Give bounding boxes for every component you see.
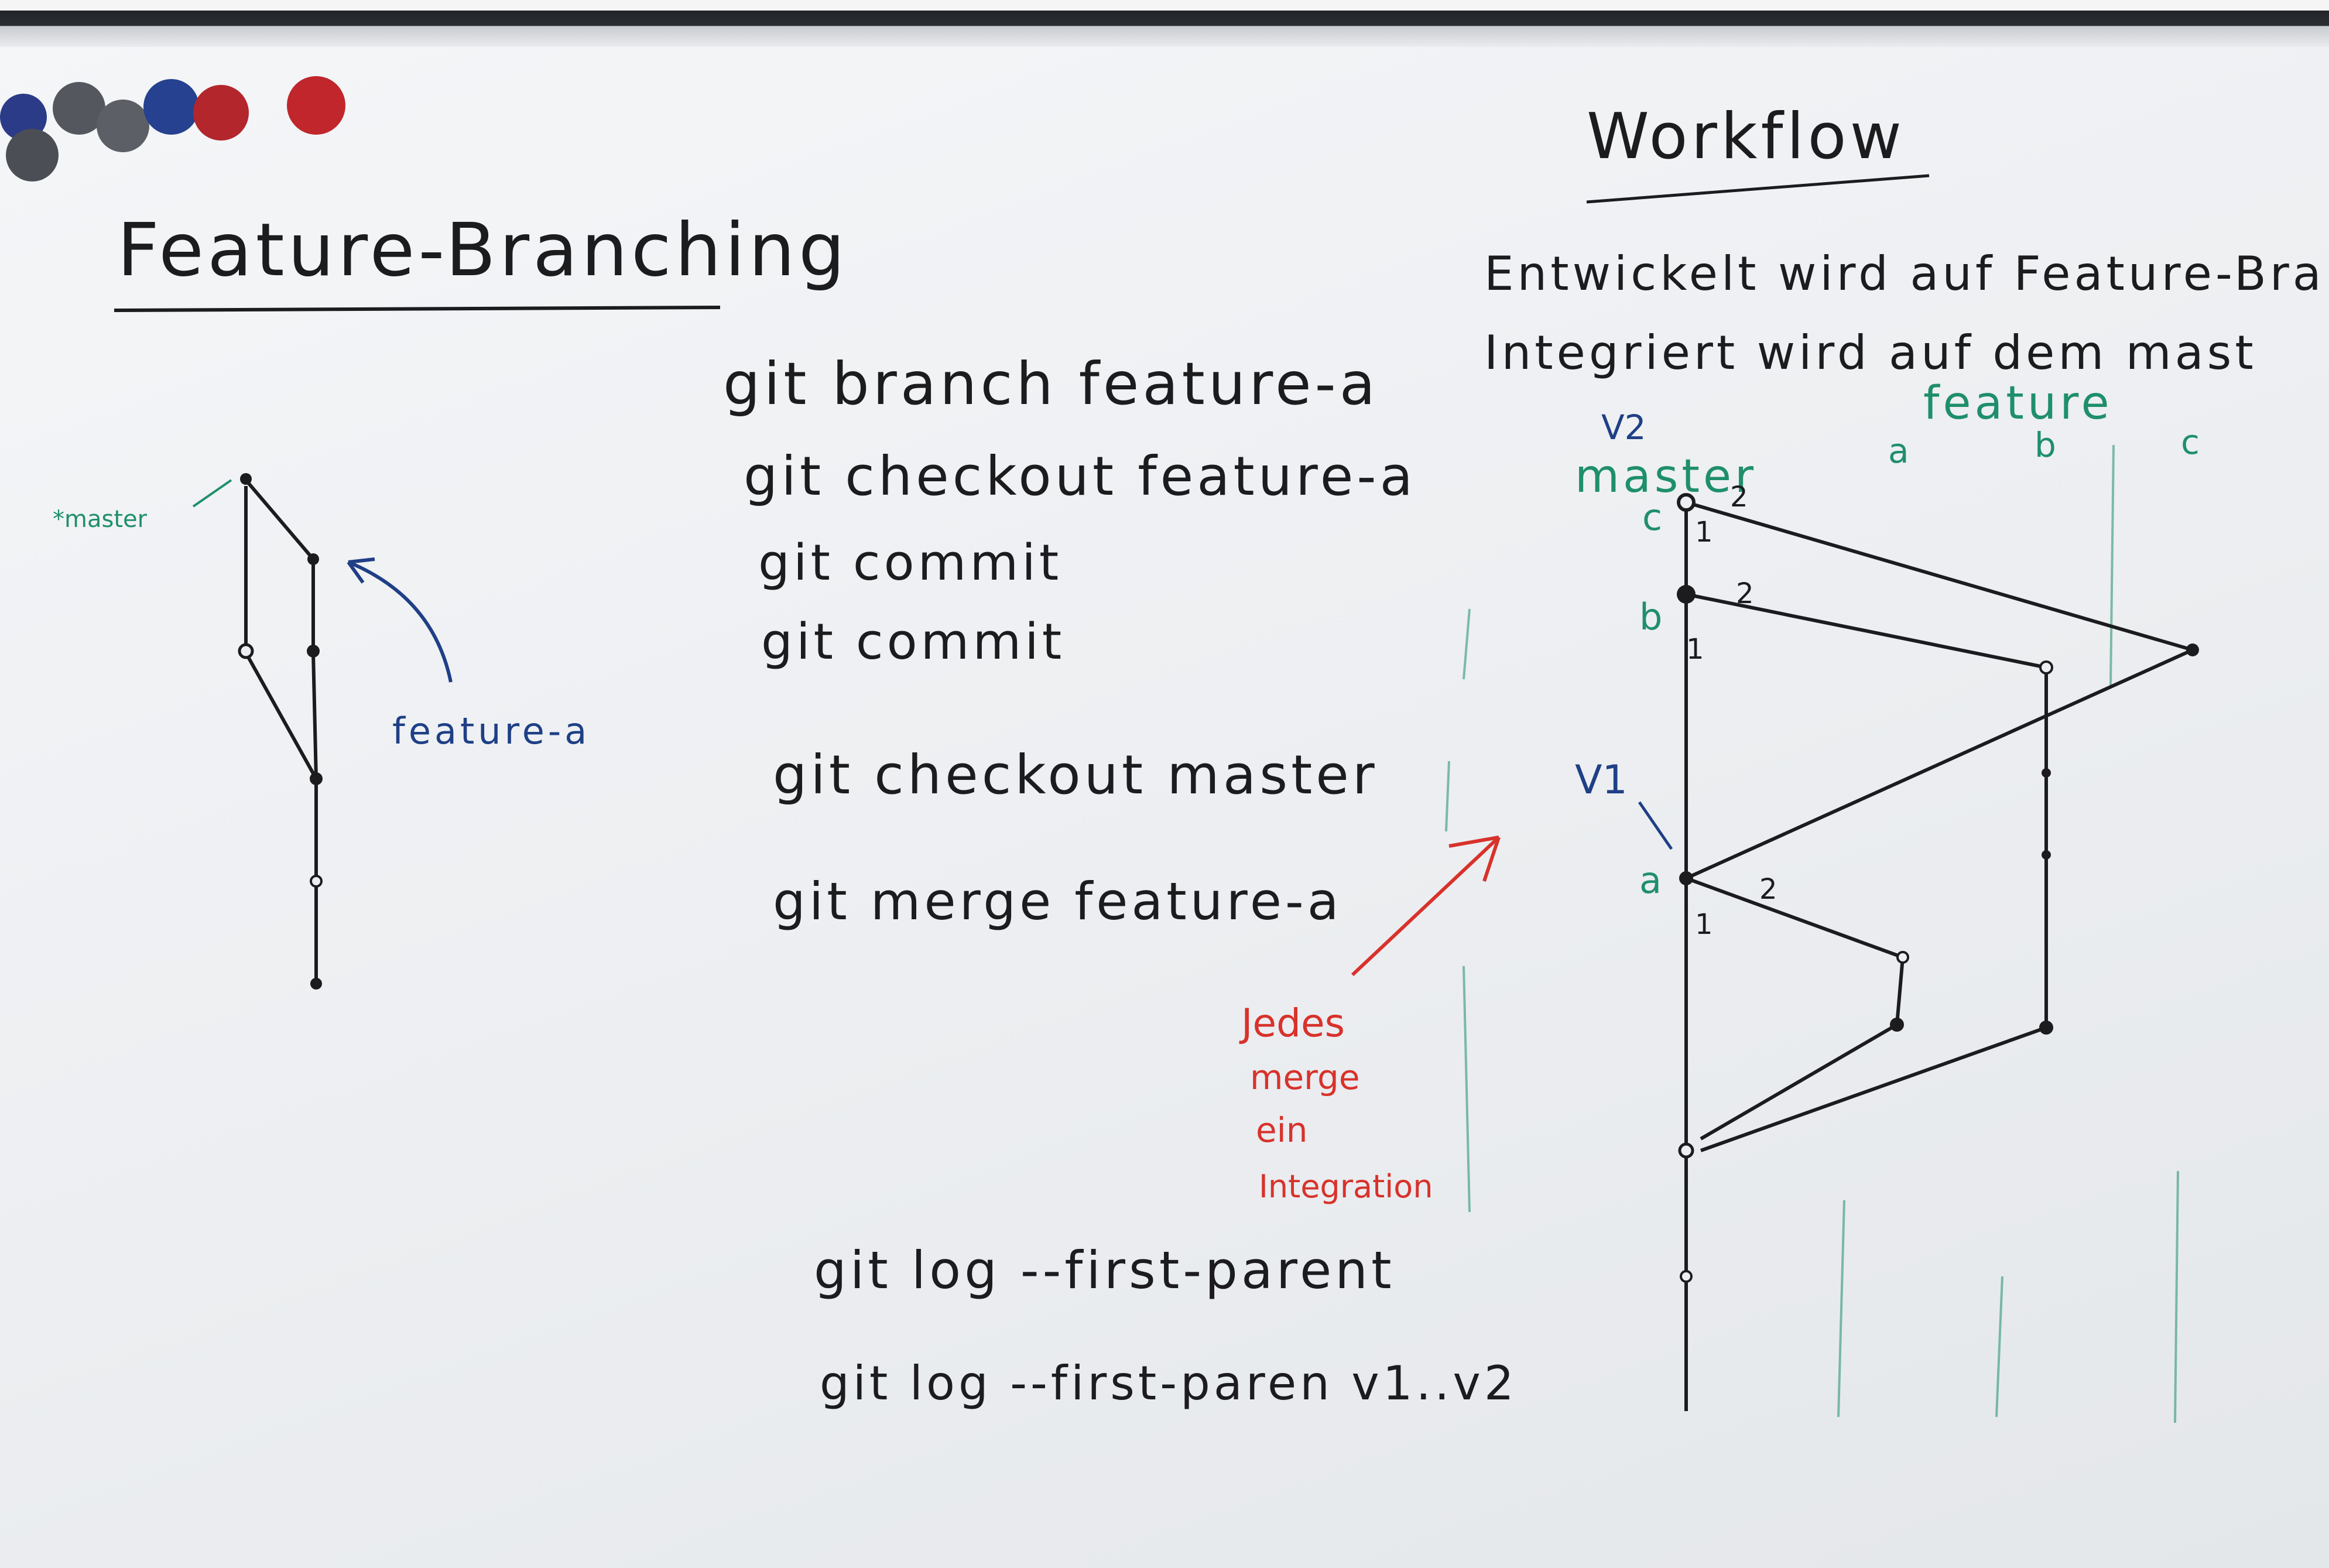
svg-text:1: 1 bbox=[1695, 908, 1713, 941]
magnet-red-icon bbox=[193, 85, 249, 141]
note-line: merge bbox=[1250, 1057, 1360, 1097]
v2-tag: V2 bbox=[1601, 408, 1646, 447]
log-command-list: git log --first-parent git log --first-p… bbox=[814, 1240, 1518, 1410]
workflow-line-2: Integriert wird auf dem mast bbox=[1484, 326, 2257, 380]
feature-b-column-label: b bbox=[2035, 425, 2056, 465]
v1-tag: V1 bbox=[1575, 757, 1628, 803]
master-pointer bbox=[192, 479, 232, 508]
workflow-underline bbox=[1586, 174, 1930, 204]
feature-a-arrow bbox=[347, 560, 453, 683]
workflow-commit-graph bbox=[1684, 501, 2194, 1411]
teal-margin-lines bbox=[1445, 444, 2179, 1423]
title-underline bbox=[114, 306, 721, 312]
note-line: Jedes bbox=[1239, 1001, 1345, 1046]
workflow-title: Workflow bbox=[1587, 100, 1905, 173]
svg-text:1: 1 bbox=[1695, 516, 1713, 549]
magnet-grey-icon bbox=[97, 100, 149, 152]
command-line: git commit bbox=[761, 613, 1065, 671]
svg-text:2: 2 bbox=[1759, 873, 1777, 906]
commit-c-label: c bbox=[1642, 496, 1662, 539]
log-command-line: git log --first-paren v1..v2 bbox=[820, 1356, 1518, 1410]
red-note: Jedes merge ein Integration bbox=[1239, 1001, 1433, 1205]
command-list: git branch feature-a git checkout featur… bbox=[723, 350, 1416, 932]
magnet-blue-icon bbox=[143, 79, 199, 135]
magnet-grey-icon bbox=[6, 129, 59, 182]
left-commit-graph bbox=[244, 479, 318, 984]
whiteboard-top-frame bbox=[0, 0, 2329, 47]
command-line: git checkout feature-a bbox=[744, 445, 1416, 508]
feature-c-column-label: c bbox=[2181, 422, 2200, 462]
note-line: Integration bbox=[1259, 1168, 1433, 1205]
feature-a-column-label: a bbox=[1888, 431, 1909, 471]
svg-text:1: 1 bbox=[1686, 633, 1704, 666]
master-label: *master bbox=[53, 506, 148, 533]
workflow-line-1: Entwickelt wird auf Feature-Bran bbox=[1484, 247, 2329, 301]
red-arrow bbox=[1351, 836, 1501, 977]
command-line: git checkout master bbox=[773, 744, 1378, 806]
magnet-red-icon bbox=[287, 76, 345, 135]
feature-label: feature bbox=[1923, 377, 2113, 430]
parent-numbers: 2 1 2 1 2 1 bbox=[1686, 481, 1777, 941]
command-line: git branch feature-a bbox=[723, 350, 1379, 418]
feature-branching-title: Feature-Branching bbox=[117, 208, 848, 293]
note-line: ein bbox=[1256, 1110, 1308, 1150]
commit-b-label: b bbox=[1639, 595, 1662, 638]
command-line: git commit bbox=[758, 534, 1062, 592]
svg-text:2: 2 bbox=[1730, 481, 1748, 513]
command-line: git merge feature-a bbox=[773, 871, 1342, 932]
workflow-commit-dots bbox=[1677, 493, 2199, 1283]
feature-a-label: feature-a bbox=[392, 710, 590, 752]
left-commit-dots bbox=[238, 473, 323, 990]
v1-pointer bbox=[1638, 801, 1673, 850]
svg-text:2: 2 bbox=[1736, 577, 1754, 610]
commit-a-label: a bbox=[1639, 859, 1662, 902]
log-command-line: git log --first-parent bbox=[814, 1240, 1395, 1300]
master-label-workflow: master bbox=[1575, 450, 1757, 503]
